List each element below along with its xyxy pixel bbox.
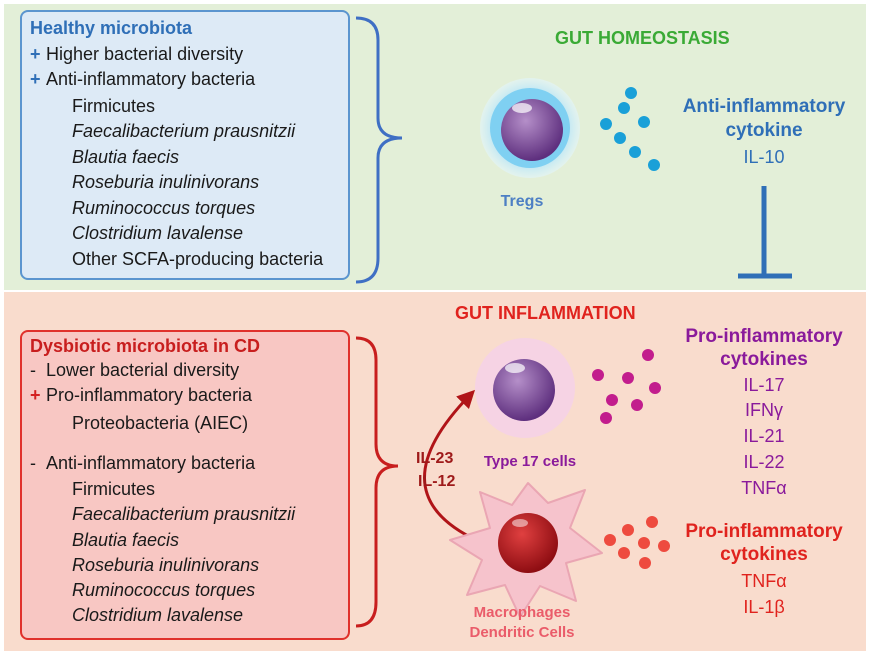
pro-inflammatory-title: cytokines xyxy=(720,349,808,370)
il10-label: IL-10 xyxy=(743,147,785,167)
anti-inflammatory-title: Anti-inflammatory xyxy=(682,96,846,117)
type17-cells-label: Type 17 cells xyxy=(483,453,577,470)
gut-inflammation-heading: GUT INFLAMMATION xyxy=(455,303,636,323)
healthy-bacterium: Clostridium lavalense xyxy=(72,223,244,243)
type17-cytokine: IFNγ xyxy=(745,400,783,420)
gut-homeostasis-heading: GUT HOMEOSTASIS xyxy=(555,28,730,48)
dysbiotic-point-text: Pro-inflammatory bacteria xyxy=(46,385,253,405)
pro-inflammatory-title: cytokines xyxy=(720,544,808,565)
healthy-bacterium: Blautia faecis xyxy=(72,147,180,167)
tregs-label: Tregs xyxy=(500,193,544,210)
healthy-bacterium: Firmicutes xyxy=(72,96,156,116)
healthy-point-sign: + xyxy=(30,69,41,89)
macrophage-cytokine: TNFα xyxy=(741,571,787,591)
il10-cytokine-dots xyxy=(600,87,660,171)
dysbiotic-point-text: Anti-inflammatory bacteria xyxy=(46,453,256,473)
dysbiotic-bracket xyxy=(355,336,399,628)
dysbiotic-point-text: Lower bacterial diversity xyxy=(46,360,240,380)
pro-inflammatory-title: Pro-inflammatory xyxy=(685,521,843,542)
type17-cytokine: TNFα xyxy=(741,478,787,498)
dysbiotic-microbiota-box xyxy=(20,330,350,640)
anti-inflammatory-title: cytokine xyxy=(725,120,803,141)
type17-cytokine: IL-17 xyxy=(743,375,785,395)
macrophage-cytokine-dots xyxy=(604,516,670,569)
healthy-bacterium: Roseburia inulinivorans xyxy=(72,172,260,192)
type17-cytokine: IL-22 xyxy=(743,452,785,472)
macrophage-cytokine: IL-1β xyxy=(743,597,785,617)
healthy-bracket xyxy=(355,16,403,284)
treg-cell-icon xyxy=(480,78,580,178)
pro-inflammatory-bacterium: Proteobacteria (AIEC) xyxy=(72,413,249,433)
dysbiotic-point-sign: - xyxy=(30,360,36,380)
dysbiotic-bacterium: Roseburia inulinivorans xyxy=(72,555,260,575)
il23-label: IL-23 xyxy=(416,450,454,467)
type17-cytokine: IL-21 xyxy=(743,426,785,446)
dysbiotic-point-sign: - xyxy=(30,453,36,473)
macrophages-label: Macrophages xyxy=(473,604,571,621)
healthy-microbiota-box xyxy=(20,10,350,280)
dysbiotic-bacterium: Ruminococcus torques xyxy=(72,580,256,600)
il12-label: IL-12 xyxy=(418,473,456,490)
dysbiotic-bacterium: Firmicutes xyxy=(72,479,156,499)
healthy-bacterium: Ruminococcus torques xyxy=(72,198,256,218)
dysbiotic-bacterium: Clostridium lavalense xyxy=(72,605,244,625)
inhibition-symbol xyxy=(738,186,792,279)
dysbiotic-bacterium: Faecalibacterium prausnitzii xyxy=(72,504,296,524)
macrophage-dendritic-cell-icon xyxy=(449,482,603,618)
dendritic-cells-label: Dendritic Cells xyxy=(469,624,575,641)
dysbiotic-point-sign: + xyxy=(30,385,41,405)
healthy-bacterium: Other SCFA-producing bacteria xyxy=(72,249,324,269)
dysbiotic-bacterium: Blautia faecis xyxy=(72,530,180,550)
healthy-microbiota-title: Healthy microbiota xyxy=(30,18,193,38)
type17-cell-icon xyxy=(475,338,575,438)
healthy-point-sign: + xyxy=(30,44,41,64)
healthy-bacterium: Faecalibacterium prausnitzii xyxy=(72,121,296,141)
pro-inflammatory-title: Pro-inflammatory xyxy=(685,326,843,347)
healthy-point-text: Higher bacterial diversity xyxy=(46,44,244,64)
healthy-point-text: Anti-inflammatory bacteria xyxy=(46,69,256,89)
type17-cytokine-dots xyxy=(592,349,661,424)
il23-il12-arrow xyxy=(423,389,476,540)
dysbiotic-microbiota-title: Dysbiotic microbiota in CD xyxy=(30,336,261,356)
